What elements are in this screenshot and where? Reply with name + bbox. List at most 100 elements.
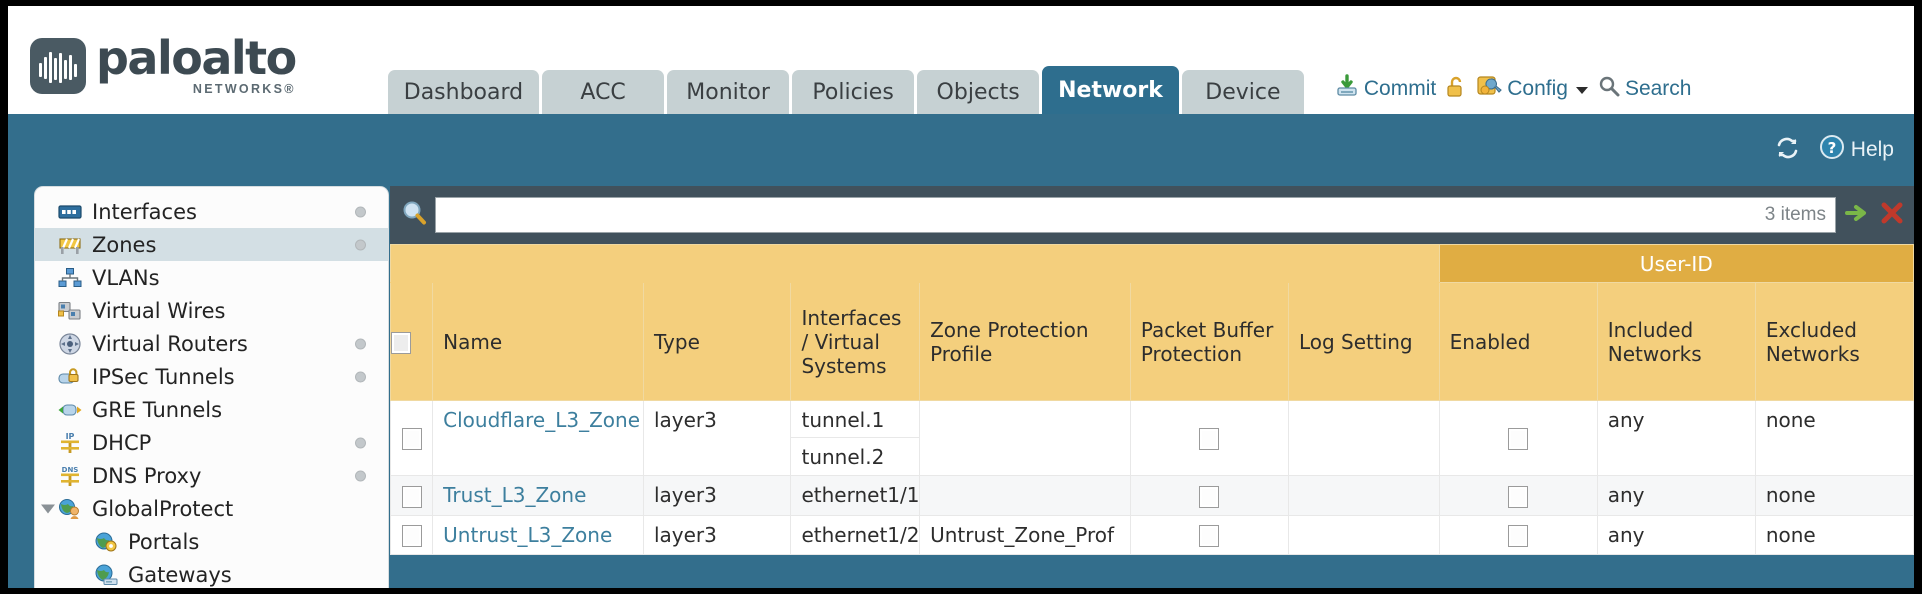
row-checkbox[interactable] xyxy=(401,428,422,451)
sidebar-item-virtual-wires[interactable]: Virtual Wires xyxy=(35,294,388,327)
tab-acc[interactable]: ACC xyxy=(542,70,665,114)
cell-excluded-networks: none xyxy=(1754,514,1914,555)
apply-filter-arrow-icon[interactable] xyxy=(1843,199,1871,232)
tab-monitor[interactable]: Monitor xyxy=(667,70,790,114)
sidebar-item-status-dot xyxy=(355,371,366,382)
expand-collapse-caret-icon[interactable] xyxy=(41,504,55,513)
sidebar-item-label: Zones xyxy=(92,232,157,257)
userid-enabled-checkbox[interactable] xyxy=(1508,525,1529,547)
cell-interfaces: ethernet1/1 xyxy=(790,475,921,516)
help-button[interactable]: ? Help xyxy=(1819,134,1894,166)
tab-dashboard[interactable]: Dashboard xyxy=(387,70,540,114)
column-header-packet-buffer-protection[interactable]: Packet Buffer Protection xyxy=(1129,282,1289,401)
gre-tunnels-icon xyxy=(57,399,83,421)
svg-text:DNS: DNS xyxy=(62,466,79,474)
row-checkbox[interactable] xyxy=(401,525,422,547)
sidebar-item-label: DHCP xyxy=(92,430,152,455)
sidebar-item-portals[interactable]: Portals xyxy=(35,525,388,558)
tab-policies[interactable]: Policies xyxy=(792,70,915,114)
commit-button[interactable]: Commit xyxy=(1335,74,1436,104)
tab-objects[interactable]: Objects xyxy=(917,70,1040,114)
column-header-interfaces-virtual-systems[interactable]: Interfaces / Virtual Systems xyxy=(790,282,921,401)
sidebar-item-label: IPSec Tunnels xyxy=(92,364,235,389)
packet-buffer-protection-checkbox[interactable] xyxy=(1199,485,1220,508)
tab-network[interactable]: Network xyxy=(1042,66,1179,114)
userid-enabled-checkbox[interactable] xyxy=(1508,428,1529,451)
paloalto-logo[interactable]: paloalto NETWORKS® xyxy=(30,35,297,96)
cell-userid-enabled xyxy=(1438,400,1598,476)
column-header-type[interactable]: Type xyxy=(642,282,792,401)
cell-name[interactable]: Cloudflare_L3_Zone xyxy=(432,400,644,476)
cell-excluded-networks: none xyxy=(1754,475,1914,516)
sidebar-item-vlans[interactable]: VLANs xyxy=(35,261,388,294)
row-select-cell xyxy=(389,514,434,555)
cell-packet-buffer-protection xyxy=(1129,475,1289,516)
zone-name-link[interactable]: Cloudflare_L3_Zone xyxy=(443,408,641,432)
cell-log-setting xyxy=(1287,475,1440,516)
sidebar-item-dhcp[interactable]: IP DHCP xyxy=(35,426,388,459)
sidebar-item-label: GRE Tunnels xyxy=(92,397,223,422)
search-button[interactable]: Search xyxy=(1598,75,1692,103)
packet-buffer-protection-checkbox[interactable] xyxy=(1199,428,1220,451)
cell-name[interactable]: Untrust_L3_Zone xyxy=(432,514,644,555)
cell-userid-enabled xyxy=(1438,514,1598,555)
svg-text:?: ? xyxy=(1827,139,1836,157)
search-label: Search xyxy=(1624,77,1692,100)
column-header-log-setting[interactable]: Log Setting xyxy=(1287,282,1440,401)
packet-buffer-protection-checkbox[interactable] xyxy=(1199,525,1220,547)
sidebar-item-label: Gateways xyxy=(128,562,232,587)
sidebar-item-ipsec-tunnels[interactable]: IPSec Tunnels xyxy=(35,360,388,393)
sidebar-item-label: Virtual Wires xyxy=(92,298,226,323)
tab-device[interactable]: Device xyxy=(1181,70,1304,114)
sidebar-item-gre-tunnels[interactable]: GRE Tunnels xyxy=(35,393,388,426)
interfaces-icon xyxy=(57,201,83,223)
cell-packet-buffer-protection xyxy=(1129,400,1289,476)
column-header-included-networks[interactable]: Included Networks xyxy=(1596,282,1756,401)
userid-enabled-checkbox[interactable] xyxy=(1508,485,1529,508)
commit-label: Commit xyxy=(1363,77,1437,100)
refresh-icon[interactable] xyxy=(1774,136,1801,165)
main-content: 3 items xyxy=(389,186,1914,588)
cell-included-networks: any xyxy=(1596,514,1756,555)
sidebar-item-gateways[interactable]: Gateways xyxy=(35,558,388,588)
cell-name[interactable]: Trust_L3_Zone xyxy=(432,475,644,516)
zone-name-link[interactable]: Untrust_L3_Zone xyxy=(443,522,613,547)
sidebar-item-interfaces[interactable]: Interfaces xyxy=(35,195,388,228)
clear-filter-x-icon[interactable] xyxy=(1878,199,1906,232)
sidebar-item-status-dot xyxy=(355,206,366,217)
config-menu-button[interactable]: Config xyxy=(1476,74,1589,104)
row-checkbox[interactable] xyxy=(401,485,422,508)
column-header-enabled[interactable]: Enabled xyxy=(1438,282,1598,401)
magnifier-icon[interactable] xyxy=(400,199,428,232)
magnifier-icon xyxy=(1598,75,1620,103)
help-question-icon: ? xyxy=(1819,134,1845,166)
column-header-zone-protection-profile[interactable]: Zone Protection Profile xyxy=(919,282,1131,401)
item-count-label: 3 items xyxy=(1764,204,1826,225)
cell-interfaces: ethernet1/2 xyxy=(790,514,921,555)
cell-included-networks: any xyxy=(1596,475,1756,516)
column-header-name[interactable]: Name xyxy=(432,282,644,401)
select-all-checkbox[interactable] xyxy=(391,331,411,354)
zone-name-link[interactable]: Trust_L3_Zone xyxy=(443,483,587,507)
search-input[interactable]: 3 items xyxy=(435,197,1836,233)
column-header-excluded-networks[interactable]: Excluded Networks xyxy=(1754,282,1914,401)
sidebar-item-label: Interfaces xyxy=(92,199,197,224)
sidebar-item-globalprotect[interactable]: GlobalProtect xyxy=(35,492,388,525)
filter-toolbar: 3 items xyxy=(390,186,1914,244)
sidebar-item-zones[interactable]: Zones xyxy=(35,228,388,261)
cell-zone-protection-profile xyxy=(919,475,1131,516)
sidebar-item-virtual-routers[interactable]: Virtual Routers xyxy=(35,327,388,360)
dhcp-icon: IP xyxy=(57,432,83,454)
sidebar-item-label: Portals xyxy=(128,529,200,554)
unlocked-padlock-icon[interactable] xyxy=(1445,75,1467,104)
row-select-cell xyxy=(389,475,434,516)
